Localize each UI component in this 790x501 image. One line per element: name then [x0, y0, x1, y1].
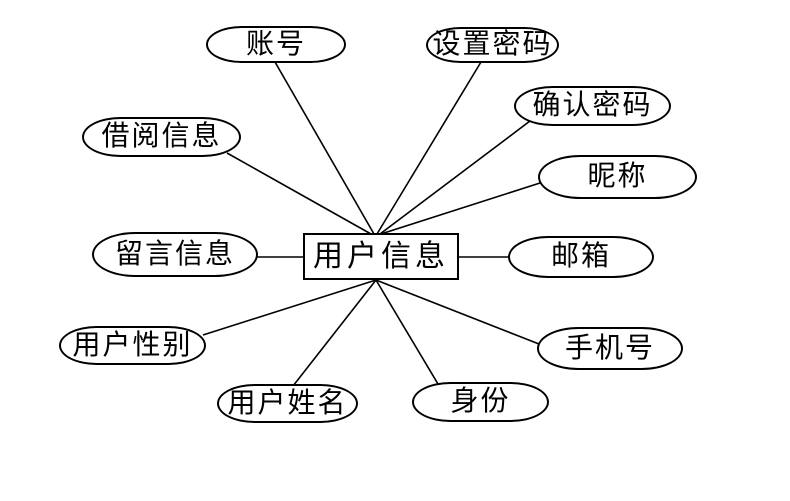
node-email: 邮箱: [508, 236, 654, 278]
edge-nickname: [380, 182, 541, 235]
edge-identity: [375, 279, 439, 385]
edge-username: [292, 279, 377, 387]
edge-borrow-info: [226, 152, 372, 235]
node-borrow-info: 借阅信息: [82, 117, 241, 157]
entity-user-info: 用户信息: [303, 233, 459, 280]
edge-account: [274, 61, 375, 235]
edge-set-password: [376, 61, 482, 235]
edge-confirm-password: [379, 120, 531, 235]
node-identity: 身份: [412, 382, 549, 422]
edge-gender: [202, 279, 377, 336]
node-phone-number: 手机号: [537, 327, 683, 370]
node-set-password: 设置密码: [426, 27, 559, 63]
node-nickname: 昵称: [538, 155, 697, 199]
edge-phone: [375, 279, 540, 345]
node-account: 账号: [206, 26, 346, 63]
node-user-gender: 用户性别: [59, 326, 206, 365]
node-message-info: 留言信息: [92, 232, 258, 277]
node-user-name: 用户姓名: [217, 384, 358, 423]
node-confirm-password: 确认密码: [514, 86, 671, 126]
